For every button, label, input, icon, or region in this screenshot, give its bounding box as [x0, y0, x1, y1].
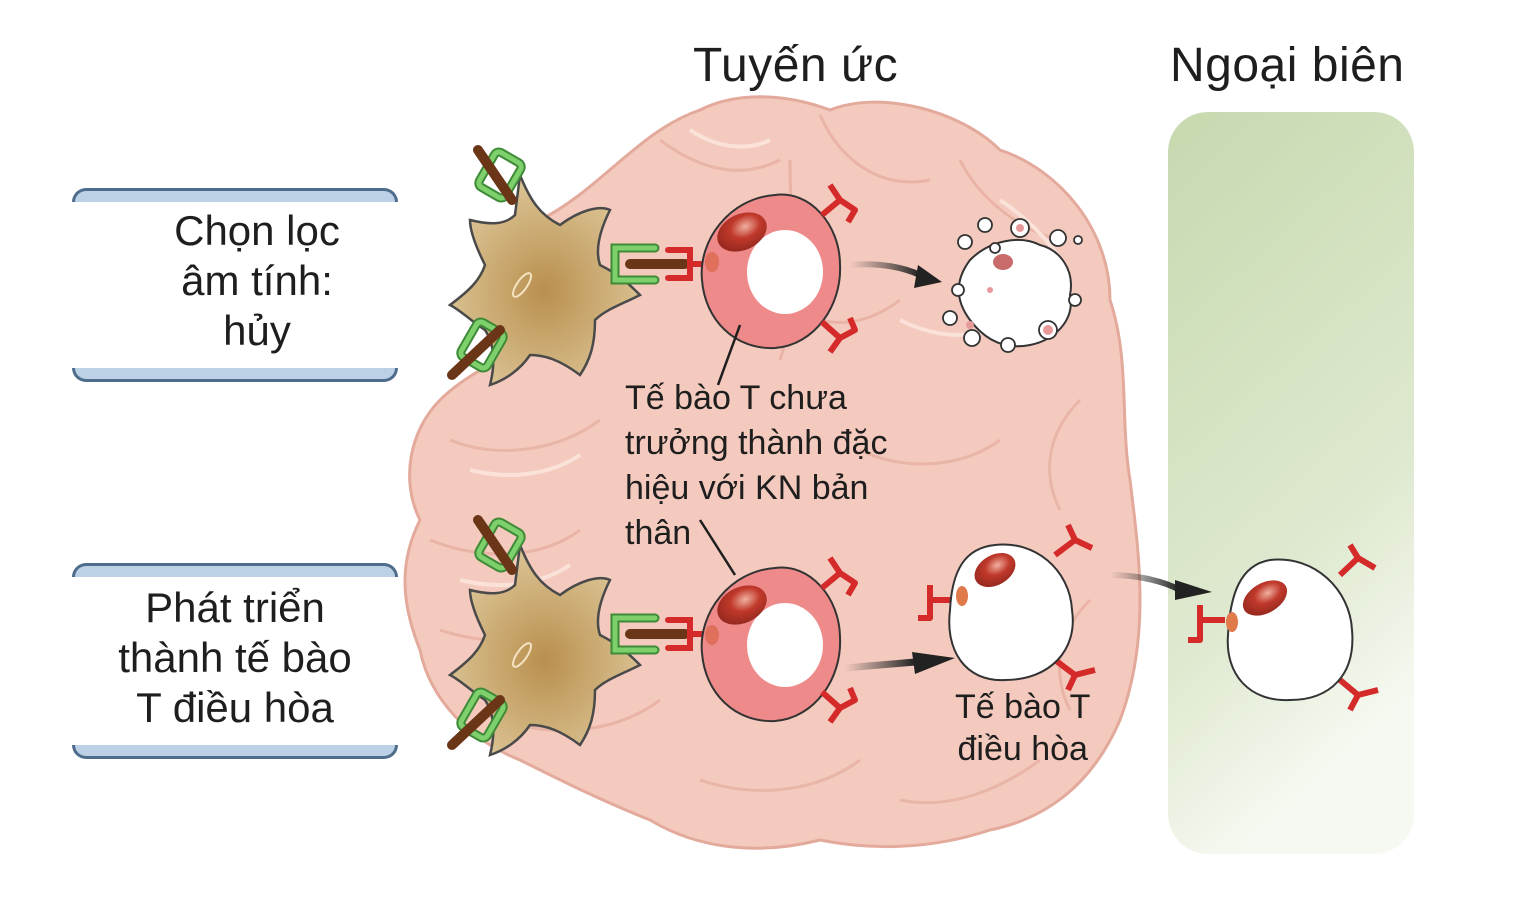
- mhc-bottom-upper: [473, 515, 526, 575]
- stage-bar-top: [72, 188, 398, 202]
- tcr-receptors: [820, 183, 1379, 724]
- treg-cell-thymus: [948, 543, 1074, 682]
- stage-bar-bottom: [72, 745, 398, 759]
- periphery-panel: [1168, 112, 1414, 854]
- treg-cell-periphery: [1226, 558, 1354, 702]
- mhc-top-lower: [447, 317, 508, 380]
- immature-t-cell-bottom: [700, 566, 842, 723]
- mhc-bottom-lower: [447, 687, 508, 750]
- label-line: trưởng thành đặc: [625, 424, 888, 462]
- stage-negative-selection-label: Chọn lọc âm tính: hủy: [102, 206, 412, 356]
- stage-line: Chọn lọc: [174, 207, 340, 254]
- arrows: [844, 261, 1212, 674]
- immature-t-cell-top: [700, 193, 842, 350]
- stage-line: Phát triển: [145, 584, 325, 631]
- arrow-to-apoptosis: [849, 261, 942, 288]
- apoptotic-cell: [942, 217, 1083, 353]
- mhc-bottom-contact: [610, 613, 708, 655]
- treg-cell-label: Tế bào T điều hòa: [955, 686, 1090, 770]
- label-line: điều hòa: [957, 730, 1088, 768]
- stage-treg-development-label: Phát triển thành tế bào T điều hòa: [72, 583, 398, 733]
- arrow-to-treg: [844, 652, 955, 674]
- label-line: Tế bào T chưa: [625, 379, 847, 417]
- label-line: hiệu với KN bản: [625, 469, 869, 507]
- stage-negative-selection: Chọn lọc âm tính: hủy: [72, 188, 398, 384]
- arrow-to-periphery: [1109, 572, 1212, 600]
- stage-bar-top: [72, 563, 398, 577]
- periphery-title: Ngoại biên: [1170, 39, 1405, 92]
- immature-t-cell-label: Tế bào T chưa trưởng thành đặc hiệu với …: [625, 376, 887, 556]
- stage-line: thành tế bào: [118, 634, 352, 681]
- mhc-top-upper: [473, 145, 526, 205]
- stage-treg-development: Phát triển thành tế bào T điều hòa: [72, 563, 398, 759]
- label-line: thân: [625, 514, 692, 552]
- leader-lines: [698, 324, 742, 576]
- mhc-complexes: [447, 145, 708, 750]
- stage-line: T điều hòa: [136, 684, 334, 731]
- stage-line: âm tính:: [181, 257, 333, 304]
- stage-line: hủy: [223, 307, 291, 354]
- stage-bar-bottom: [72, 368, 398, 382]
- label-line: Tế bào T: [955, 688, 1091, 726]
- thymus-title: Tuyến ức: [693, 39, 899, 92]
